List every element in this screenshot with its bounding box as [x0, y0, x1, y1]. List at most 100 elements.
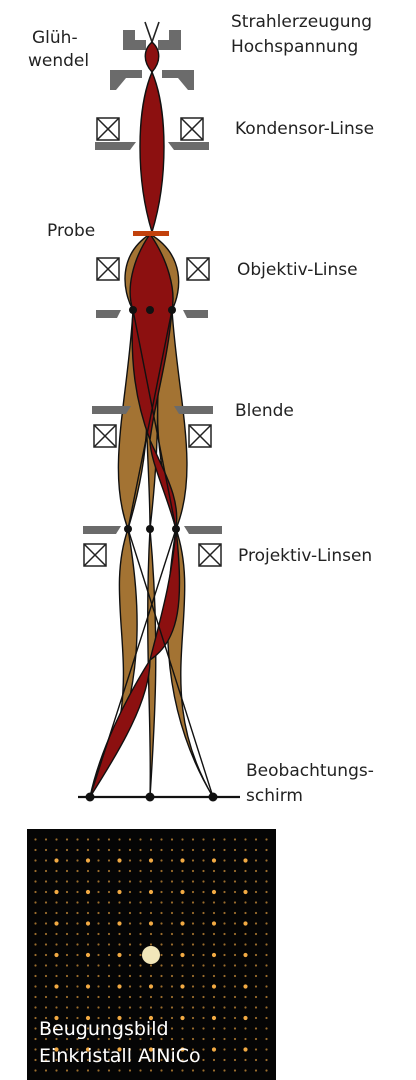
filament [144, 21, 160, 45]
diffraction-spot [160, 1027, 163, 1030]
diffraction-spot [55, 838, 58, 841]
diffraction-spot [44, 922, 48, 925]
diffraction-spot [34, 890, 37, 894]
diffraction-spot [149, 943, 153, 946]
diffraction-spot [85, 984, 91, 989]
diffraction-spot [139, 901, 142, 904]
diffraction-spot [148, 858, 154, 863]
diffraction-spot [97, 1027, 100, 1030]
diffraction-spot [149, 932, 153, 936]
diffraction-spot [265, 869, 268, 873]
diffraction-spot [117, 952, 122, 958]
diffraction-spot [44, 890, 48, 894]
focal-points [124, 306, 180, 533]
diffraction-spot [170, 1048, 174, 1051]
ray-cross-a [132, 309, 177, 530]
diffraction-spot [191, 1027, 195, 1030]
diffraction-spot [265, 1016, 268, 1020]
aperture-coil-left [93, 424, 117, 448]
diffraction-spot [118, 880, 121, 883]
diffraction-spot [265, 848, 268, 852]
diffraction-spot [170, 859, 174, 862]
diffraction-spot [202, 953, 205, 957]
diffraction-spot [265, 1006, 268, 1009]
diffraction-spot [170, 1027, 174, 1030]
diffraction-spot [254, 964, 258, 967]
diffraction-spot [128, 1016, 132, 1020]
diffraction-spot [55, 1006, 58, 1009]
diffraction-spot [86, 838, 90, 841]
diffraction-spot [243, 921, 248, 926]
diffraction-spot [76, 1027, 79, 1030]
diffraction-spot [86, 964, 90, 967]
diffraction-spot [54, 1047, 59, 1052]
diffraction-spot [223, 859, 226, 862]
diffraction-spot [244, 838, 247, 841]
diffraction-spot [170, 964, 174, 967]
diffraction-spot [212, 943, 216, 946]
diffraction-spot [265, 964, 268, 967]
diffraction-spot [128, 995, 132, 999]
diffraction-spot [254, 1006, 258, 1009]
diffraction-spot [265, 995, 268, 999]
diffraction-spot [34, 1058, 37, 1062]
diffraction-spot [86, 1006, 90, 1009]
diffraction-spot [55, 848, 58, 852]
diffraction-spot [233, 1016, 237, 1020]
diffraction-spot [128, 859, 132, 862]
diffraction-spot [118, 932, 121, 936]
diffraction-spot [233, 922, 237, 925]
diffraction-spot [149, 911, 153, 915]
diffraction-spot [149, 1058, 153, 1062]
diffraction-spot [54, 1015, 59, 1021]
diffraction-spot [118, 1037, 121, 1041]
diffraction-spot [139, 869, 142, 873]
diffraction-spot [211, 1015, 217, 1021]
diffraction-spot [139, 974, 142, 978]
diffraction-spot [107, 880, 111, 883]
diffraction-spot [97, 985, 100, 988]
diffraction-spot [76, 911, 79, 915]
anode-right [162, 70, 194, 90]
diffraction-spot [181, 943, 184, 946]
diffraction-spot [139, 1027, 142, 1030]
diffraction-spot [191, 901, 195, 904]
diffraction-spot [107, 1006, 111, 1009]
diffraction-spot [170, 838, 174, 841]
diffraction-spot [202, 1016, 205, 1020]
diffraction-spot [265, 932, 268, 936]
diffraction-spot [170, 985, 174, 988]
diffraction-spot [233, 1027, 237, 1030]
diffraction-spot [76, 880, 79, 883]
diffraction-spot [139, 932, 142, 936]
diffraction-spot [160, 1006, 163, 1009]
diffraction-spot [212, 1058, 216, 1062]
diffraction-spot [202, 985, 205, 988]
diffraction-spot [191, 838, 195, 841]
diffraction-spot [212, 880, 216, 883]
diffraction-spot [44, 911, 48, 915]
diffraction-spot [160, 995, 163, 999]
focal-point [124, 525, 132, 533]
diffraction-spot [181, 848, 184, 852]
diffraction-spot [34, 943, 37, 946]
diffraction-spot [44, 964, 48, 967]
diffraction-spot [44, 848, 48, 852]
diffraction-spot [211, 921, 217, 926]
diffraction-spot [148, 1015, 154, 1021]
diffraction-spot [202, 932, 205, 936]
diffraction-spot [44, 974, 48, 978]
diffraction-spot [55, 932, 58, 936]
diffraction-spot [181, 880, 184, 883]
diffraction-spot [85, 921, 91, 926]
diffraction-spot [86, 911, 90, 915]
diffraction-spot [128, 880, 132, 883]
diffraction-spot [65, 1048, 69, 1051]
diffraction-spot [128, 890, 132, 894]
diffraction-spot [265, 974, 268, 978]
diffraction-spot [44, 1016, 48, 1020]
diffraction-spot [65, 838, 69, 841]
diffraction-spot [160, 890, 163, 894]
screen-point [208, 792, 218, 802]
diffraction-spot [97, 1069, 100, 1072]
